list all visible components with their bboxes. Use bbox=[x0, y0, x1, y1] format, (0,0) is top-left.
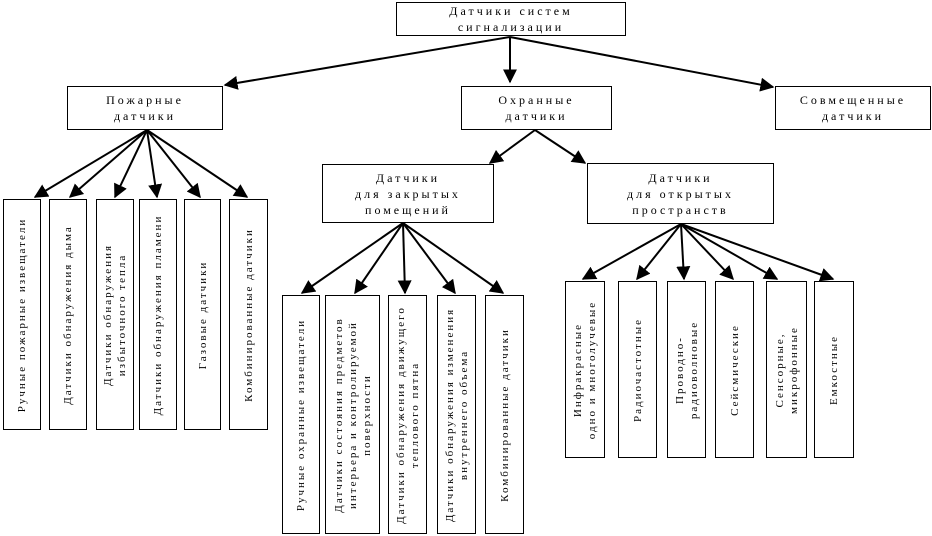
arrow-closed-5 bbox=[402, 222, 505, 294]
arrow-closed-2 bbox=[354, 222, 404, 295]
fire-item-heat: Датчики обнаружения избыточного тепла bbox=[96, 199, 134, 430]
arrow-fire-3 bbox=[114, 129, 148, 199]
arrow-open-5 bbox=[680, 223, 779, 280]
arrow-root-fire bbox=[223, 36, 511, 90]
open-item-radio: Радиочастотные bbox=[618, 281, 657, 458]
closed-item-interior: Датчики состояния предметов интерьера и … bbox=[325, 295, 380, 534]
arrow-fire-1 bbox=[33, 129, 148, 198]
open-item-sensor-mic: Сенсорные, микрофонные bbox=[766, 281, 807, 458]
closed-item-manual: Ручные охранные извещатели bbox=[282, 295, 320, 534]
open-item-wire-radio: Проводно- радиоволновые bbox=[667, 281, 706, 458]
arrow-fire-6 bbox=[146, 129, 249, 198]
closed-premises-node: Датчики для закрытых помещений bbox=[322, 164, 494, 223]
arrow-open-4 bbox=[680, 223, 734, 281]
fire-item-combined: Комбинированные датчики bbox=[229, 199, 268, 430]
arrow-fire-5 bbox=[146, 129, 201, 199]
fire-item-flame: Датчики обнаружения пламени bbox=[139, 199, 177, 430]
arrow-closed-4 bbox=[402, 222, 456, 295]
arrow-open-2 bbox=[636, 223, 682, 281]
open-item-capacitive: Емкостные bbox=[814, 281, 854, 458]
arrow-closed-3 bbox=[397, 222, 412, 295]
arrow-security-open bbox=[534, 129, 587, 164]
security-sensors-node: Охранные датчики bbox=[461, 86, 612, 130]
open-spaces-node: Датчики для открытых пространств bbox=[587, 163, 774, 224]
combined-sensors-node: Совмещенные датчики bbox=[775, 86, 931, 130]
closed-item-moving-heat: Датчики обнаружения движущего теплового … bbox=[388, 295, 427, 534]
fire-sensors-node: Пожарные датчики bbox=[67, 86, 223, 130]
arrow-open-1 bbox=[581, 223, 682, 280]
arrow-open-3 bbox=[676, 223, 691, 281]
arrow-open-6 bbox=[680, 223, 835, 282]
arrow-security-closed bbox=[488, 129, 536, 164]
fire-item-manual: Ручные пожарные извещатели bbox=[3, 199, 41, 430]
root-node: Датчики систем сигнализации bbox=[396, 2, 626, 36]
fire-item-smoke: Датчики обнаружения дыма bbox=[49, 199, 87, 430]
closed-item-volume: Датчики обнаружения изменения внутреннег… bbox=[437, 295, 476, 534]
open-item-seismic: Сейсмические bbox=[715, 281, 754, 458]
arrow-root-combined bbox=[509, 36, 775, 92]
arrow-closed-1 bbox=[300, 222, 404, 294]
arrow-fire-4 bbox=[146, 129, 163, 199]
fire-item-gas: Газовые датчики bbox=[184, 199, 221, 430]
open-item-infrared: Инфракрасные одно и многолучевые bbox=[565, 281, 605, 458]
arrow-fire-2 bbox=[68, 129, 148, 198]
closed-item-combined: Комбинированные датчики bbox=[485, 295, 524, 534]
